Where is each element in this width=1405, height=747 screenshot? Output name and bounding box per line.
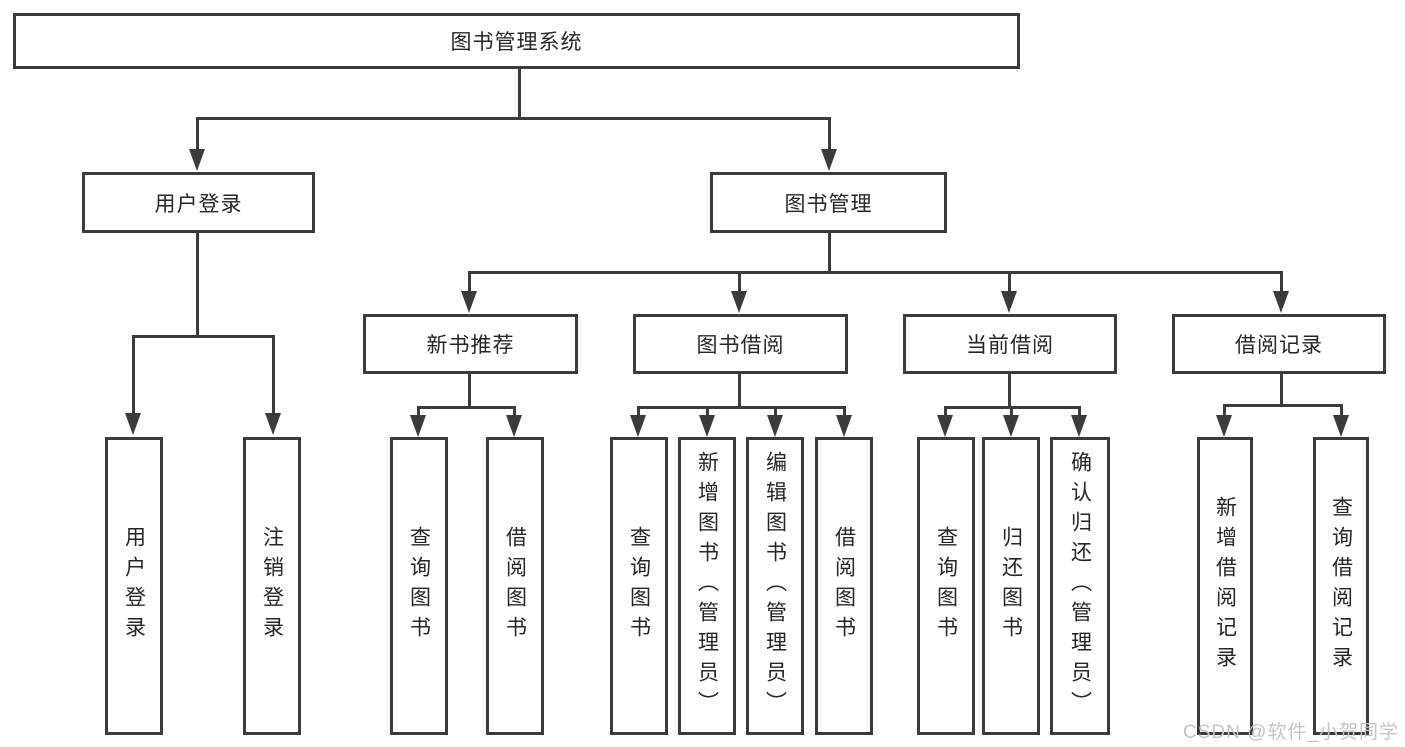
leaf-borrow-books-newbook: 借阅图书: [486, 437, 544, 735]
leaf-label: 新增图书（管理员）: [695, 451, 719, 721]
connector-leaf-stub: [1078, 406, 1081, 418]
connector-leaf-stub: [513, 406, 516, 418]
connector-new-book-rail: [417, 406, 516, 409]
connector-borrow-record-rail: [1223, 404, 1342, 407]
arrowhead-user-login: [189, 149, 205, 171]
leaf-label: 借阅图书: [503, 526, 527, 646]
leaf-add-books-admin: 新增图书（管理员）: [678, 437, 736, 735]
node-book-borrow: 图书借阅: [633, 314, 848, 374]
leaf-edit-books-admin: 编辑图书（管理员）: [746, 437, 804, 735]
node-borrow-record: 借阅记录: [1172, 314, 1386, 374]
connector-book-management-rail: [468, 271, 1282, 274]
connector-user-login-rail: [132, 335, 274, 338]
leaf-add-borrow-record: 新增借阅记录: [1197, 437, 1253, 735]
leaf-label: 查询借阅记录: [1329, 496, 1353, 676]
leaf-label: 归还图书: [999, 526, 1023, 646]
connector-to-new-book: [468, 271, 471, 293]
connector-borrow-record-stem: [1280, 374, 1283, 407]
leaf-label: 新增借阅记录: [1213, 496, 1237, 676]
node-library-management-system: 图书管理系统: [13, 13, 1020, 69]
node-label: 新书推荐: [426, 334, 515, 357]
arrowhead-new-book: [461, 291, 477, 313]
leaf-label: 查询图书: [934, 526, 958, 646]
arrowhead-book-borrow: [731, 291, 747, 313]
leaf-query-books-borrow: 查询图书: [610, 437, 668, 735]
leaf-label: 借阅图书: [832, 526, 856, 646]
leaf-label: 注销登录: [260, 526, 284, 646]
arrowhead-borrow-record: [1273, 291, 1289, 313]
node-label: 图书借阅: [696, 334, 785, 357]
node-new-book-recommend: 新书推荐: [363, 314, 578, 374]
arrowhead-leaf: [1216, 415, 1232, 437]
connector-new-book-stem: [468, 374, 471, 408]
connector-leaf-stub: [774, 406, 777, 418]
arrowhead-leaf: [767, 415, 783, 437]
node-book-management: 图书管理: [710, 172, 947, 233]
arrowhead-leaf: [937, 415, 953, 437]
connector-to-login-leaf: [132, 335, 135, 413]
connector-to-current-borrow: [1008, 271, 1011, 293]
leaf-user-login: 用户登录: [105, 437, 163, 735]
connector-current-borrow-stem: [1008, 374, 1011, 408]
leaf-query-books-current: 查询图书: [917, 437, 975, 735]
arrowhead-leaf: [630, 415, 646, 437]
arrowhead-leaf: [1071, 415, 1087, 437]
node-label: 借阅记录: [1235, 334, 1323, 357]
arrowhead-leaf: [1333, 415, 1349, 437]
connector-leaf-stub: [637, 406, 640, 418]
connector-leaf-stub: [1010, 406, 1013, 418]
arrowhead-leaf: [506, 415, 522, 437]
arrowhead-logout-leaf: [265, 413, 281, 435]
connector-book-management-stem: [828, 233, 831, 274]
node-label: 当前借阅: [966, 334, 1054, 357]
connector-root-stem: [518, 68, 521, 118]
leaf-label: 确认归还（管理员）: [1068, 451, 1092, 721]
connector-user-login-stem: [196, 233, 199, 336]
connector-to-logout-leaf: [272, 335, 275, 413]
arrowhead-current-borrow: [1001, 291, 1017, 313]
node-user-login: 用户登录: [82, 172, 315, 233]
arrowhead-book-management: [821, 149, 837, 171]
connector-leaf-stub: [1223, 404, 1226, 418]
leaf-return-books: 归还图书: [982, 437, 1040, 735]
leaf-label: 查询图书: [627, 526, 651, 646]
arrowhead-leaf: [410, 415, 426, 437]
node-label: 图书管理: [784, 192, 873, 216]
arrowhead-login-leaf: [125, 413, 141, 435]
connector-book-borrow-stem: [738, 374, 741, 408]
connector-to-borrow-record: [1280, 271, 1283, 293]
connector-book-borrow-rail: [637, 406, 845, 409]
arrowhead-leaf: [1003, 415, 1019, 437]
leaf-label: 用户登录: [122, 526, 146, 646]
connector-root-to-book-management: [828, 117, 831, 151]
arrowhead-leaf: [699, 415, 715, 437]
node-current-borrow: 当前借阅: [903, 314, 1117, 374]
node-label: 用户登录: [154, 192, 243, 216]
leaf-confirm-return-admin: 确认归还（管理员）: [1050, 437, 1110, 735]
leaf-label: 查询图书: [407, 526, 431, 646]
connector-leaf-stub: [706, 406, 709, 418]
connector-leaf-stub: [843, 406, 846, 418]
connector-to-book-borrow: [738, 271, 741, 293]
leaf-query-books-newbook: 查询图书: [390, 437, 448, 735]
connector-root-to-user-login: [196, 117, 199, 151]
connector-leaf-stub: [1340, 404, 1343, 418]
connector-root-rail: [196, 117, 831, 120]
leaf-query-borrow-record: 查询借阅记录: [1313, 437, 1369, 735]
connector-leaf-stub: [944, 406, 947, 418]
arrowhead-leaf: [836, 415, 852, 437]
csdn-watermark: CSDN @软件_小贺同学: [1183, 722, 1399, 743]
leaf-borrow-books: 借阅图书: [815, 437, 873, 735]
leaf-logout: 注销登录: [243, 437, 301, 735]
connector-leaf-stub: [417, 406, 420, 418]
node-label: 图书管理系统: [450, 31, 583, 54]
leaf-label: 编辑图书（管理员）: [763, 451, 787, 721]
